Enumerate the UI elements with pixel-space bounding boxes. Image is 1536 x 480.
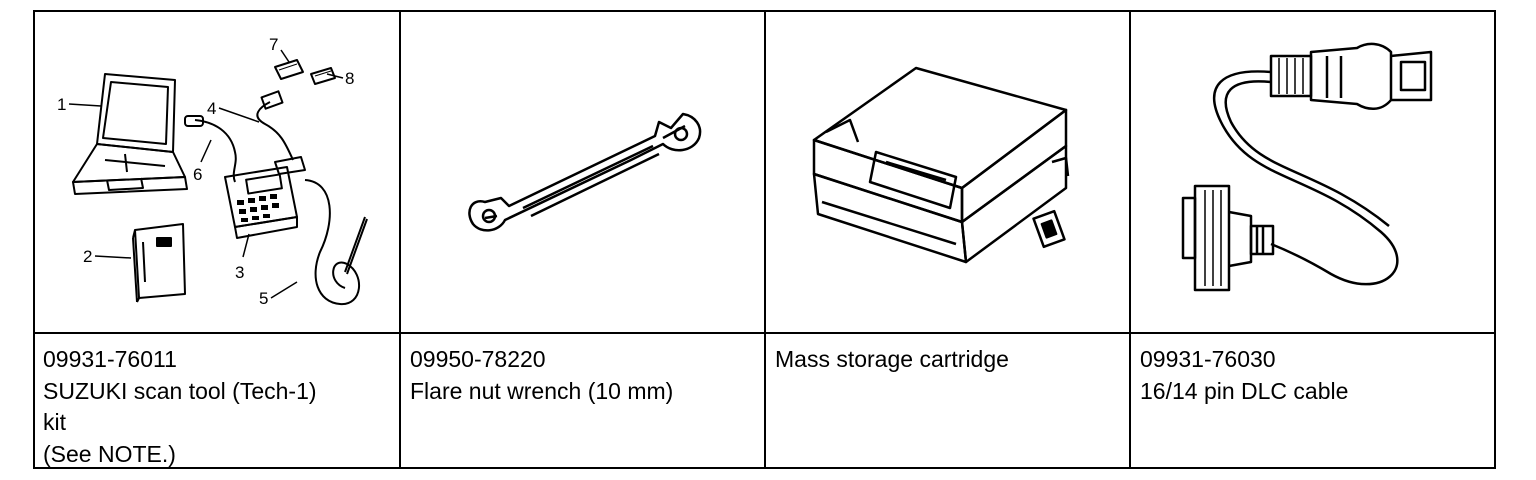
tool-note: (See NOTE.) bbox=[43, 440, 176, 467]
tool-cell-flare-nut-wrench bbox=[401, 12, 764, 330]
callout-labels: 1 2 3 4 5 6 7 8 bbox=[57, 35, 354, 308]
column-divider bbox=[1129, 12, 1131, 467]
scan-tool-kit-illustration: 1 2 3 4 5 6 7 8 bbox=[57, 35, 399, 308]
tool-name: Flare nut wrench (10 mm) bbox=[410, 377, 674, 404]
callout-8: 8 bbox=[345, 69, 354, 88]
tool-name: Mass storage cartridge bbox=[775, 346, 1009, 372]
tool-name: SUZUKI scan tool (Tech-1) bbox=[43, 377, 317, 404]
tool-name: 16/14 pin DLC cable bbox=[1140, 377, 1349, 404]
callout-6: 6 bbox=[193, 165, 202, 184]
callout-4: 4 bbox=[207, 99, 216, 118]
part-number: 09931-76011 bbox=[43, 346, 177, 372]
special-tools-table: 1 2 3 4 5 6 7 8 bbox=[33, 10, 1496, 469]
tool-cell-mass-storage-cartridge bbox=[766, 12, 1129, 330]
callout-2: 2 bbox=[83, 247, 92, 266]
tool-caption-mass-storage-cartridge: Mass storage cartridge bbox=[775, 344, 1009, 376]
callout-7: 7 bbox=[269, 35, 278, 54]
tool-name-continued: kit bbox=[43, 409, 66, 435]
callout-1: 1 bbox=[57, 95, 66, 114]
part-number: 09931-76030 bbox=[1140, 346, 1276, 372]
mass-storage-cartridge-illustration bbox=[766, 12, 1129, 330]
part-number: 09950-78220 bbox=[410, 346, 546, 372]
dlc-cable-illustration bbox=[1131, 12, 1494, 330]
tool-cell-dlc-cable bbox=[1131, 12, 1494, 330]
tool-caption-dlc-cable: 09931-76030 16/14 pin DLC cable bbox=[1140, 344, 1348, 407]
row-divider bbox=[35, 332, 1494, 334]
tool-caption-flare-nut-wrench: 09950-78220 Flare nut wrench (10 mm) bbox=[410, 344, 673, 407]
callout-3: 3 bbox=[235, 263, 244, 282]
column-divider bbox=[399, 12, 401, 467]
flare-nut-wrench-illustration bbox=[401, 12, 764, 330]
tool-cell-scan-tool: 1 2 3 4 5 6 7 8 bbox=[35, 12, 399, 330]
tool-caption-scan-tool: 09931-76011 SUZUKI scan tool (Tech-1) ki… bbox=[43, 344, 317, 470]
callout-5: 5 bbox=[259, 289, 268, 308]
column-divider bbox=[764, 12, 766, 467]
